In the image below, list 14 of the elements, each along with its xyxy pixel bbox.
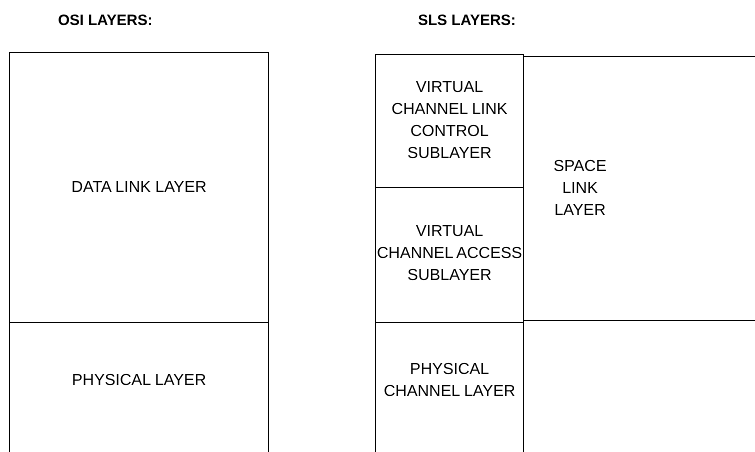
layer-box: [375, 322, 524, 452]
layer-box: [9, 322, 269, 452]
column-heading: SLS LAYERS:: [418, 12, 516, 29]
column-heading: OSI LAYERS:: [58, 12, 152, 29]
layer-name: SPACE LINK LAYER: [552, 156, 608, 220]
layer-name: VIRTUAL CHANNEL ACCESS SUBLAYER: [376, 222, 522, 286]
layer-box: [375, 186, 524, 323]
layer-name: PHYSICAL LAYER: [70, 371, 208, 391]
layer-box: [9, 52, 269, 323]
layer-name: VIRTUAL CHANNEL LINK CONTROL SUBLAYER: [390, 78, 508, 164]
layer-box: [375, 54, 524, 188]
layer-name: PHYSICAL CHANNEL LAYER: [382, 360, 516, 402]
layer-box: [523, 56, 755, 321]
layer-name: DATA LINK LAYER: [70, 178, 208, 198]
